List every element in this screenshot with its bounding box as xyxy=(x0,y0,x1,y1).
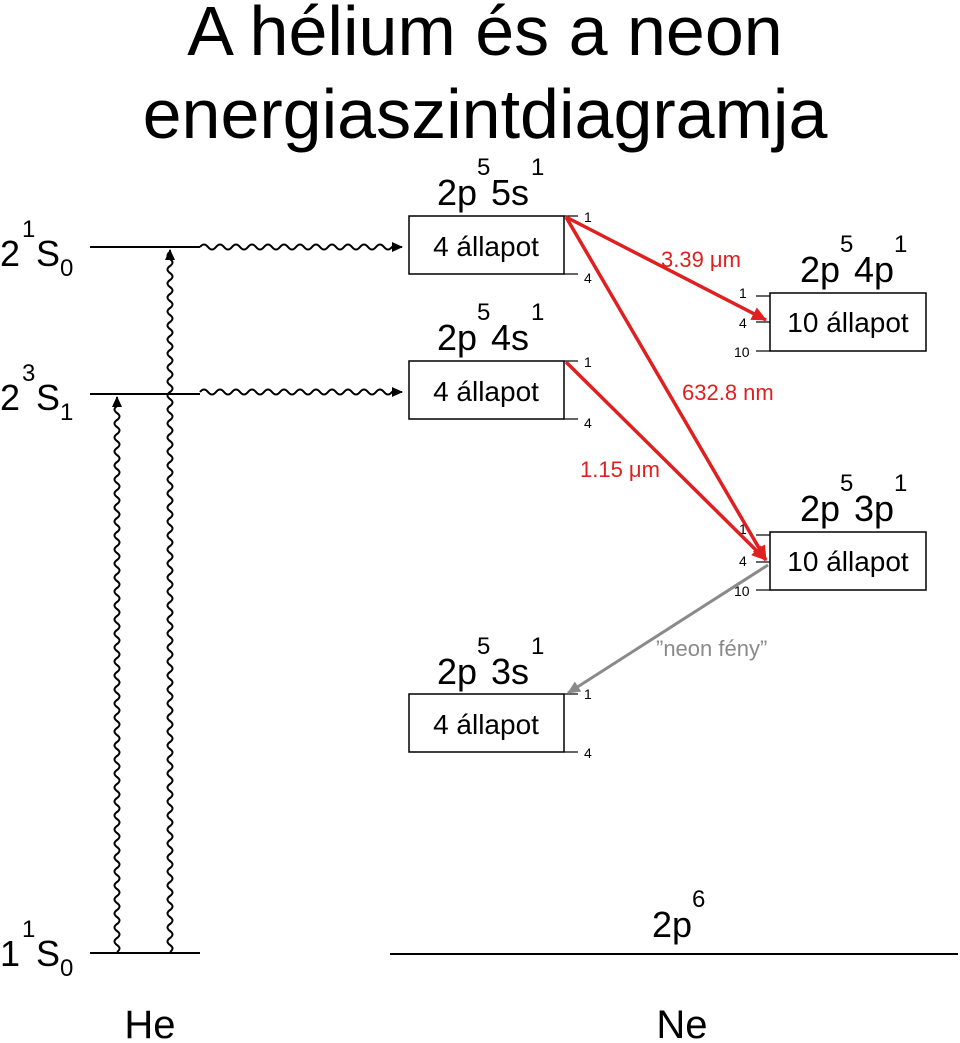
energy-transfer-arrow-4s xyxy=(199,387,403,397)
ne-4s-tick-1: 1 xyxy=(584,354,592,370)
svg-text:1: 1 xyxy=(60,399,73,426)
svg-text:3s: 3s xyxy=(491,651,529,692)
he-label-2-3s1: 2 3 S 1 xyxy=(0,360,73,426)
svg-text:2p: 2p xyxy=(800,488,840,529)
he-label-2-1s0: 2 1 S 0 xyxy=(0,216,73,282)
svg-text:5: 5 xyxy=(840,231,853,258)
ne-3s-config-label: 2p 5 3s 1 xyxy=(437,633,544,692)
ne-3s-box-text: 4 állapot xyxy=(433,709,539,740)
svg-text:6: 6 xyxy=(692,886,705,913)
ne-3s-tick-1: 1 xyxy=(584,686,592,702)
transition-arrow-neon-light xyxy=(567,563,769,695)
he-axis-label: He xyxy=(124,1003,175,1043)
svg-text:4p: 4p xyxy=(854,249,894,290)
ne-4s-tick-4: 4 xyxy=(584,415,592,431)
he-excitation-arrow-triplet xyxy=(112,396,122,953)
svg-text:S: S xyxy=(36,377,60,418)
svg-text:2p: 2p xyxy=(800,249,840,290)
svg-text:5: 5 xyxy=(477,633,490,660)
svg-text:2p: 2p xyxy=(437,317,477,358)
transition-arrow-3390nm xyxy=(565,215,767,322)
label-3390nm: 3.39 μm xyxy=(661,247,741,272)
svg-text:1: 1 xyxy=(0,933,20,974)
ne-5s-tick-1: 1 xyxy=(584,209,592,225)
svg-text:1: 1 xyxy=(22,216,35,243)
ne-4s-config-label: 2p 5 4s 1 xyxy=(437,299,544,358)
svg-text:1: 1 xyxy=(531,633,544,660)
svg-text:1: 1 xyxy=(894,231,907,258)
ne-3s-box xyxy=(408,693,565,753)
svg-text:1: 1 xyxy=(22,916,35,943)
ne-4p-box xyxy=(769,292,927,352)
ne-3p-tick-4: 4 xyxy=(739,553,747,569)
ne-3p-tick-1: 1 xyxy=(739,521,747,537)
label-neon-light: ”neon fény” xyxy=(656,636,767,661)
ne-4s-box xyxy=(408,360,565,420)
ne-5s-config-label: 2p 5 5s 1 xyxy=(437,154,544,213)
ne-4s-box-text: 4 állapot xyxy=(433,376,539,407)
svg-text:0: 0 xyxy=(60,255,73,282)
transition-arrow-1150nm xyxy=(564,360,768,562)
energy-transfer-arrow-5s xyxy=(199,242,403,252)
svg-text:5s: 5s xyxy=(491,172,529,213)
ne-level-3s: 2p 5 3s 1 4 állapot 1 4 xyxy=(408,633,592,761)
svg-text:2p: 2p xyxy=(652,904,692,945)
ne-5s-box-text: 4 állapot xyxy=(433,231,539,262)
ne-ground-label: 2p 6 xyxy=(652,886,705,945)
svg-text:5: 5 xyxy=(840,470,853,497)
svg-text:2: 2 xyxy=(0,377,20,418)
label-1150nm: 1.15 μm xyxy=(580,457,660,482)
label-632nm: 632.8 nm xyxy=(682,380,774,405)
svg-text:0: 0 xyxy=(60,955,73,982)
svg-text:2p: 2p xyxy=(437,172,477,213)
ne-3p-tick-10: 10 xyxy=(734,583,750,599)
ne-3p-config-label: 2p 5 3p 1 xyxy=(800,470,907,529)
svg-text:5: 5 xyxy=(477,154,490,181)
svg-text:1: 1 xyxy=(894,470,907,497)
ne-level-4s: 2p 5 4s 1 4 állapot 1 4 xyxy=(408,299,592,431)
svg-text:5: 5 xyxy=(477,299,490,326)
ne-3p-box xyxy=(769,531,927,591)
title-line-2: energiaszintdiagramja xyxy=(143,75,828,153)
ne-4p-tick-4: 4 xyxy=(739,315,747,331)
ne-level-3p: 2p 5 3p 1 10 állapot 1 4 10 xyxy=(734,470,927,599)
svg-text:3p: 3p xyxy=(854,488,894,529)
ne-5s-box xyxy=(408,215,565,275)
ne-4p-box-text: 10 állapot xyxy=(787,307,909,338)
ne-4p-config-label: 2p 5 4p 1 xyxy=(800,231,907,290)
svg-text:2p: 2p xyxy=(437,651,477,692)
svg-text:3: 3 xyxy=(22,360,35,387)
transition-arrow-632nm xyxy=(564,216,768,561)
svg-text:1: 1 xyxy=(531,154,544,181)
he-label-1-1s0: 1 1 S 0 xyxy=(0,916,73,982)
ne-axis-label: Ne xyxy=(656,1003,707,1043)
svg-text:S: S xyxy=(36,933,60,974)
svg-text:S: S xyxy=(36,233,60,274)
title-line-1: A hélium és a neon xyxy=(187,0,782,70)
ne-4p-tick-10: 10 xyxy=(734,344,750,360)
svg-text:4s: 4s xyxy=(491,317,529,358)
he-excitation-arrow-singlet xyxy=(165,249,175,953)
svg-text:2: 2 xyxy=(0,233,20,274)
ne-4p-tick-1: 1 xyxy=(739,285,747,301)
ne-3s-tick-4: 4 xyxy=(584,745,592,761)
ne-5s-tick-4: 4 xyxy=(584,270,592,286)
svg-text:1: 1 xyxy=(531,299,544,326)
ne-level-5s: 2p 5 5s 1 4 állapot 1 4 xyxy=(408,154,592,286)
ne-level-4p: 2p 5 4p 1 10 állapot 1 4 10 xyxy=(734,231,927,360)
ne-3p-box-text: 10 állapot xyxy=(787,546,909,577)
